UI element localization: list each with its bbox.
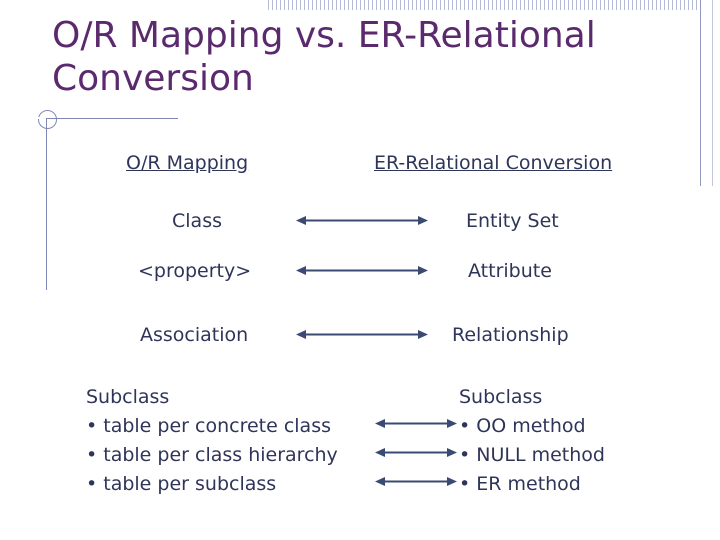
column-header-right: ER-Relational Conversion: [374, 152, 613, 174]
double-headed-arrow-icon: [296, 265, 428, 276]
subclass-left-title: Subclass: [86, 386, 170, 408]
subclass-left-item-2: • table per class hierarchy: [86, 444, 338, 466]
right-vertical-rule-secondary: [712, 0, 713, 186]
left-vertical-rule: [46, 118, 47, 290]
row-3-right-label: Relationship: [452, 324, 569, 346]
double-headed-arrow-icon: [375, 447, 457, 458]
double-headed-arrow-icon: [296, 215, 428, 226]
row-1-left-label: Class: [172, 210, 222, 232]
subclass-right-item-2: • NULL method: [459, 444, 605, 466]
subclass-left-item-3: • table per subclass: [86, 473, 277, 495]
row-2-right-label: Attribute: [468, 260, 552, 282]
right-vertical-rule: [700, 0, 701, 186]
top-hatch-decoration: [268, 0, 700, 10]
horizontal-rule: [46, 118, 178, 119]
column-header-left: O/R Mapping: [126, 152, 249, 174]
subclass-block-left: Subclass • table per concrete class • ta…: [86, 383, 338, 499]
ring-decoration-icon: [38, 110, 57, 129]
row-2-left-label: <property>: [138, 260, 252, 282]
subclass-right-item-1: • OO method: [459, 415, 586, 437]
subclass-left-item-1: • table per concrete class: [86, 415, 331, 437]
subclass-right-item-3: • ER method: [459, 473, 581, 495]
row-3-left-label: Association: [140, 324, 249, 346]
subclass-block-right: Subclass • OO method • NULL method • ER …: [459, 383, 605, 499]
page-title: O/R Mapping vs. ER-Relational Conversion: [52, 15, 596, 99]
double-headed-arrow-icon: [375, 418, 457, 429]
ring-notch-decoration: [33, 117, 42, 119]
double-headed-arrow-icon: [375, 476, 457, 487]
double-headed-arrow-icon: [296, 329, 428, 340]
row-1-right-label: Entity Set: [466, 210, 559, 232]
subclass-right-title: Subclass: [459, 386, 543, 408]
